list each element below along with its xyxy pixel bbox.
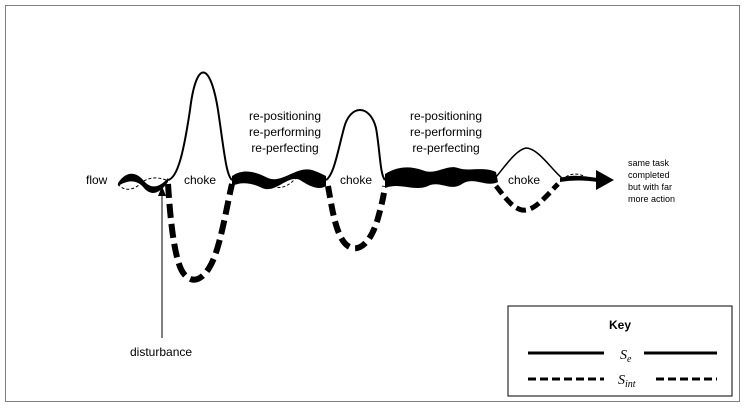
flow-label: flow — [86, 173, 108, 187]
sint-loop-4 — [561, 173, 591, 181]
sint-curve-trough-2 — [325, 185, 388, 252]
key-title: Key — [609, 318, 631, 332]
key-sint-label: Sint — [618, 373, 636, 390]
key-box — [507, 305, 733, 397]
disturbance-label: disturbance — [130, 345, 192, 359]
sint-curve-trough-3 — [494, 182, 560, 213]
se-curve-peak-3 — [495, 147, 563, 179]
outcome-line-3: but with far — [628, 182, 672, 192]
key-se-label: Se — [620, 348, 632, 365]
legend-key: Key Se Sint — [507, 305, 733, 397]
recovery-2-line-2: re-performing — [410, 125, 482, 139]
outcome-line-2: completed — [628, 170, 670, 180]
arrowhead — [596, 170, 614, 190]
recovery-2-line-3: re-perfecting — [412, 141, 479, 155]
choke-label-3: choke — [508, 173, 540, 187]
choke-label-1: choke — [184, 173, 216, 187]
choke-label-2: choke — [340, 173, 372, 187]
flow-ribbon-2 — [232, 169, 326, 190]
recovery-1-line-2: re-performing — [249, 125, 321, 139]
recovery-1-line-1: re-positioning — [249, 109, 321, 123]
outcome-line-1: same task — [628, 158, 670, 168]
sint-loop-2 — [233, 172, 325, 188]
diagram-frame — [5, 5, 740, 402]
outcome-line-4: more action — [628, 194, 675, 204]
flow-ribbon-4 — [560, 175, 598, 182]
disturbance-arrow-head — [158, 186, 166, 196]
se-curve-peak-1 — [167, 71, 233, 181]
flow-ribbon-1 — [118, 173, 168, 193]
se-curve-peak-2 — [325, 109, 386, 181]
sint-curve-trough-1 — [165, 183, 235, 283]
recovery-1-line-3: re-perfecting — [251, 141, 318, 155]
sint-loop-1 — [117, 177, 167, 190]
recovery-2-line-1: re-positioning — [410, 109, 482, 123]
sint-loop-3 — [387, 169, 483, 183]
